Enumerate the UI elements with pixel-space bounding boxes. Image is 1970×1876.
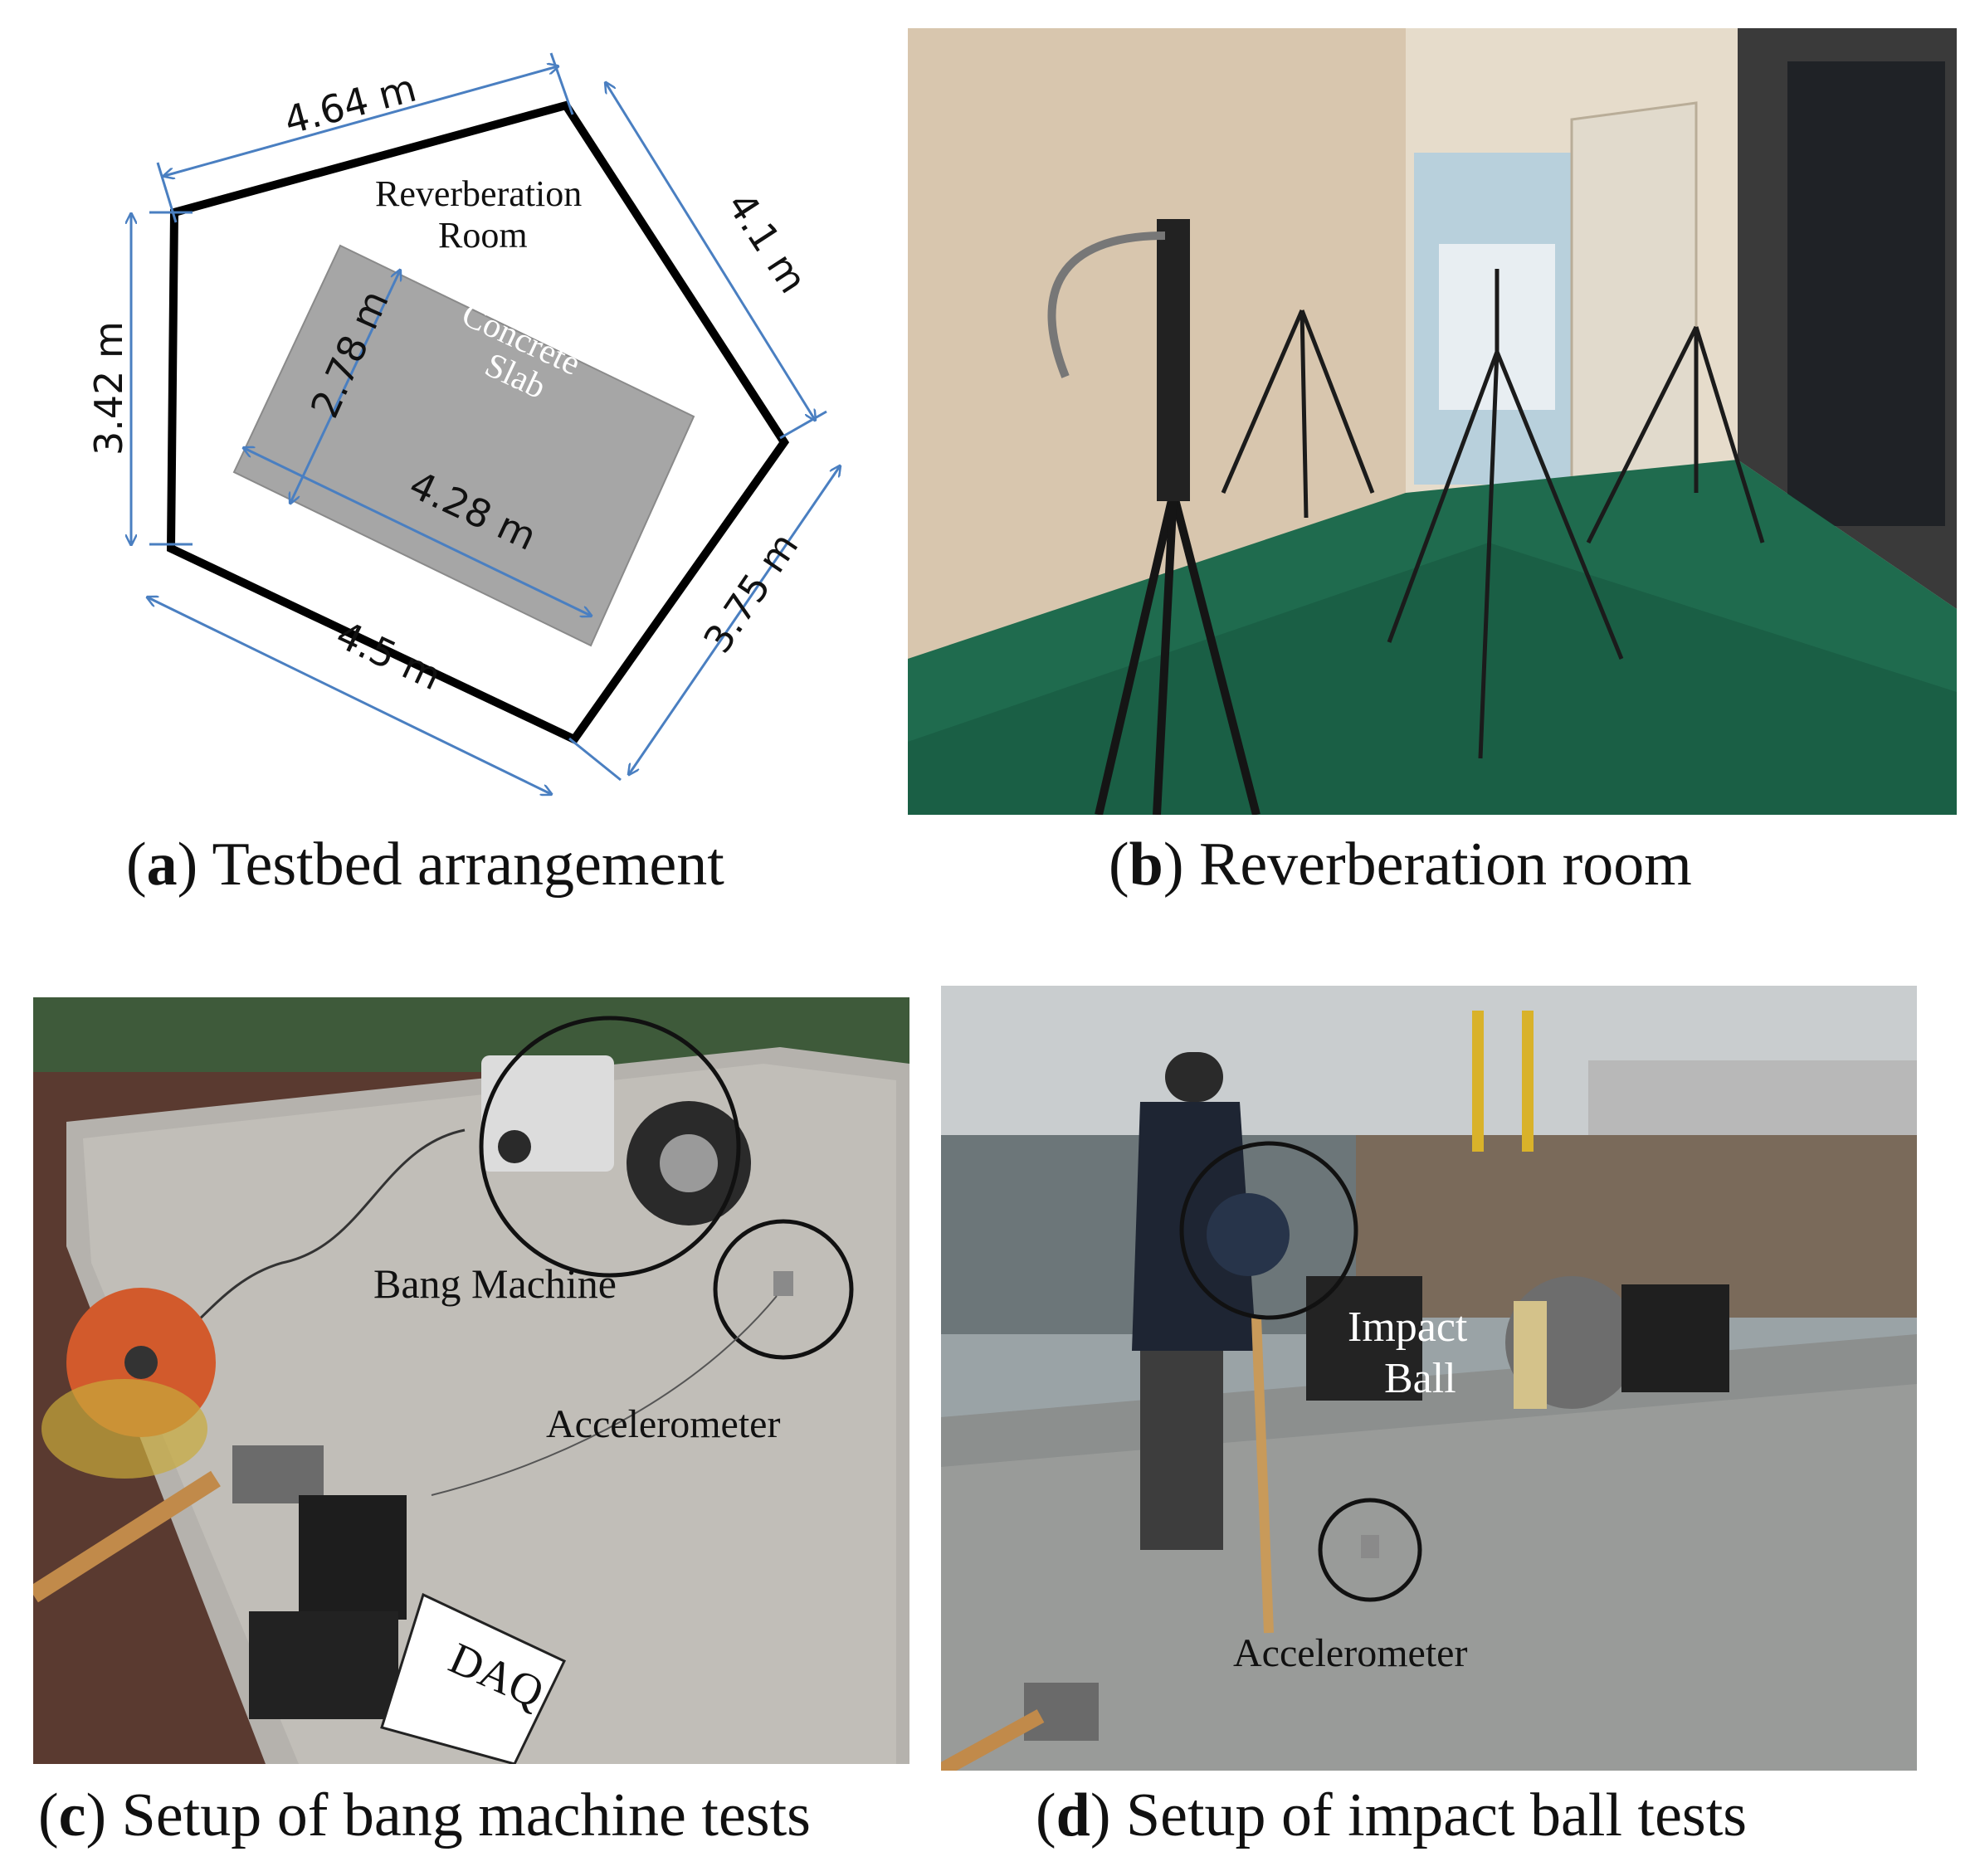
dim-line-slab-length bbox=[244, 448, 591, 616]
label-bang-machine: Bang Machine bbox=[373, 1260, 617, 1307]
photo-impact-ball-setup: Impact Ball Accelerometer bbox=[941, 986, 1917, 1771]
label-accelerometer-c: Accelerometer bbox=[546, 1402, 780, 1446]
caption-a-text: Testbed arrangement bbox=[197, 831, 724, 899]
caption-a: (a) Testbed arrangement bbox=[126, 831, 724, 899]
dim-line-upper-right bbox=[606, 83, 815, 420]
photo-bang-machine-setup: Bang Machine Accelerometer DAQ bbox=[33, 997, 909, 1764]
caption-c: (c) Setup of bang machine tests bbox=[38, 1781, 811, 1849]
concrete-slab bbox=[232, 244, 695, 647]
dim-label-upper-right: 4.1 m bbox=[719, 184, 817, 301]
caption-a-letter: a bbox=[146, 831, 178, 899]
dim-line-lower-right bbox=[629, 466, 840, 774]
dim-line-bottom bbox=[148, 597, 551, 794]
caption-d-text: Setup of impact ball tests bbox=[1110, 1781, 1748, 1849]
caption-c-letter: c bbox=[58, 1781, 86, 1849]
room-label-line1: Reverberation bbox=[375, 173, 582, 214]
caption-c-text: Setup of bang machine tests bbox=[106, 1781, 811, 1849]
caption-b-text: Reverberation room bbox=[1183, 831, 1692, 899]
panel-a-diagram: 4.64 m 4.1 m 3.42 m 3.75 m 4.5 m 2.78 m … bbox=[0, 0, 880, 813]
caption-b: (b) Reverberation room bbox=[1109, 831, 1692, 899]
testbed-diagram: 4.64 m 4.1 m 3.42 m 3.75 m 4.5 m 2.78 m … bbox=[86, 52, 880, 813]
label-accelerometer-d: Accelerometer bbox=[1233, 1631, 1467, 1675]
dim-label-bottom: 4.5 m bbox=[329, 612, 448, 699]
dim-line-top bbox=[164, 66, 558, 176]
photo-reverberation-room bbox=[908, 28, 1957, 815]
dim-label-top: 4.64 m bbox=[280, 66, 421, 144]
caption-b-letter: b bbox=[1129, 831, 1163, 899]
label-impact-line2: Ball bbox=[1384, 1355, 1456, 1402]
room-label-line2: Room bbox=[438, 215, 528, 256]
label-impact-line1: Impact bbox=[1348, 1303, 1468, 1351]
caption-d: (d) Setup of impact ball tests bbox=[1036, 1781, 1748, 1849]
dim-label-left: 3.42 m bbox=[86, 321, 131, 456]
label-daq: DAQ bbox=[442, 1633, 551, 1718]
caption-d-letter: d bbox=[1056, 1781, 1090, 1849]
